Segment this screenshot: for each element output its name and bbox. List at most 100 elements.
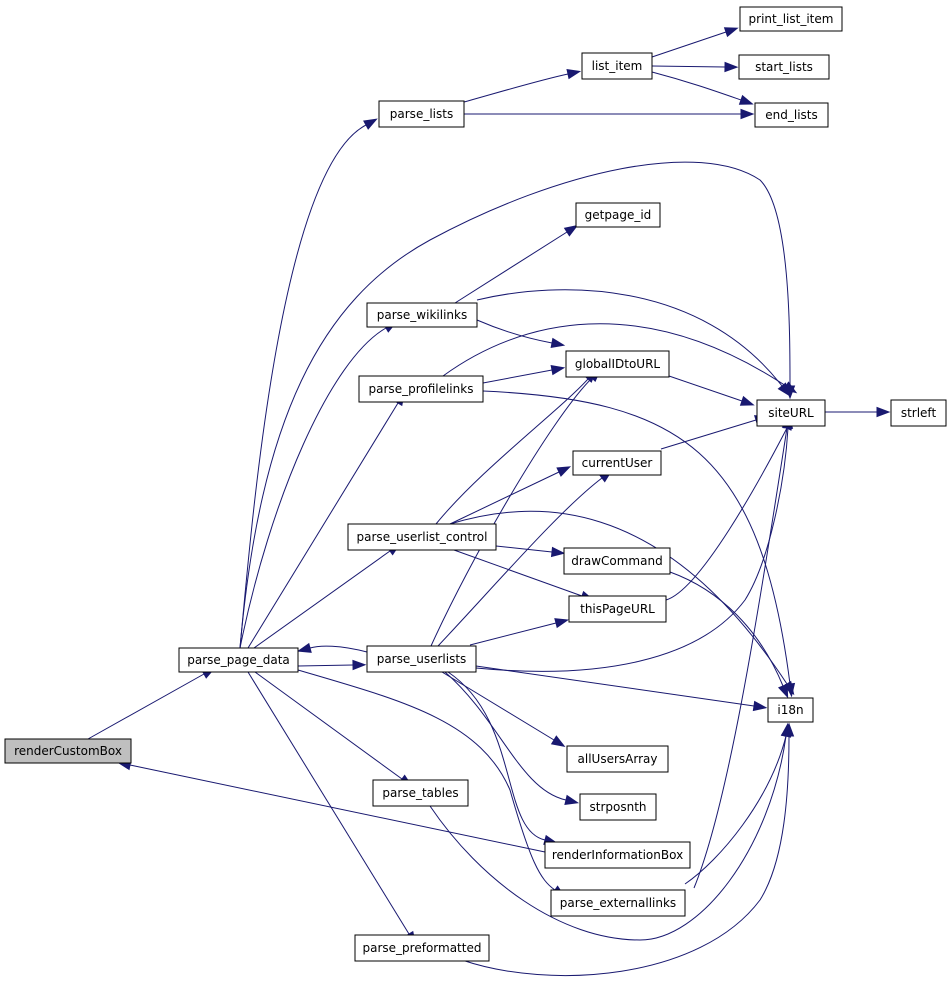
- arrowhead: [777, 683, 789, 699]
- node-parse-lists[interactable]: parse_lists: [378, 100, 465, 128]
- edge-parse-wikilinks-to-global-idto-url: [476, 319, 566, 349]
- node-box: [550, 889, 686, 917]
- arrowhead: [550, 364, 566, 376]
- edge-parse-userlists-to-i18n: [475, 665, 768, 712]
- node-label: drawCommand: [571, 554, 662, 568]
- node-box: [4, 738, 132, 764]
- node-getpage-id[interactable]: getpage_id: [575, 202, 661, 228]
- node-box: [178, 647, 299, 673]
- edge-parse-preformatted-to-i18n: [461, 722, 795, 977]
- arrowhead: [783, 722, 795, 737]
- node-label: parse_wikilinks: [377, 308, 467, 322]
- node-label: renderCustomBox: [14, 744, 122, 758]
- edge-parse-page-data-to-parse-profilelinks: [247, 391, 406, 649]
- edge-parse-userlists-to-strposnth: [444, 671, 580, 805]
- edge-parse-lists-to-list-item: [463, 69, 582, 103]
- node-box: [754, 102, 829, 128]
- node-label: parse_userlist_control: [357, 530, 488, 544]
- arrowhead: [738, 94, 754, 105]
- node-parse-wikilinks[interactable]: parse_wikilinks: [366, 302, 478, 328]
- node-render-information-box[interactable]: renderInformationBox: [544, 841, 691, 869]
- node-label: parse_externallinks: [560, 896, 676, 910]
- arrowhead: [752, 700, 768, 712]
- node-this-page-url[interactable]: thisPageURL: [568, 595, 667, 623]
- edge-list-item-to-start-lists: [651, 61, 739, 73]
- arrowhead: [556, 466, 572, 477]
- edge-parse-page-data-to-parse-wikilinks: [239, 321, 398, 649]
- edge-parse-page-data-to-parse-lists: [239, 118, 378, 649]
- node-box: [366, 302, 478, 328]
- node-label: siteURL: [768, 406, 814, 420]
- arrowhead: [723, 27, 739, 38]
- node-label: parse_profilelinks: [369, 382, 474, 396]
- edge-parse-wikilinks-to-site-url: [476, 289, 791, 397]
- node-box: [575, 202, 661, 228]
- node-parse-externallinks[interactable]: parse_externallinks: [550, 889, 686, 917]
- arrowhead: [363, 118, 378, 130]
- node-parse-userlist-control[interactable]: parse_userlist_control: [347, 523, 497, 551]
- node-i18n[interactable]: i18n: [767, 697, 814, 723]
- node-parse-preformatted[interactable]: parse_preformatted: [354, 934, 490, 962]
- node-box: [738, 54, 830, 80]
- node-box: [756, 399, 826, 427]
- node-label: globalIDtoURL: [575, 357, 661, 371]
- edge-parse-profilelinks-to-global-idto-url: [482, 364, 566, 384]
- edge-parse-page-data-to-parse-userlists: [297, 659, 367, 671]
- arrowhead: [566, 69, 582, 80]
- node-strleft[interactable]: strleft: [890, 399, 947, 427]
- edges-layer: [87, 27, 891, 977]
- arrowhead: [782, 381, 798, 394]
- edge-parse-userlists-to-all-users-array: [441, 671, 566, 747]
- node-box: [581, 52, 653, 80]
- arrowhead: [554, 618, 570, 629]
- edge-parse-userlists-to-render-information-box: [447, 671, 558, 845]
- node-end-lists[interactable]: end_lists: [754, 102, 829, 128]
- edge-site-url-to-strleft: [825, 406, 891, 418]
- node-label: parse_preformatted: [363, 941, 482, 955]
- node-parse-page-data[interactable]: parse_page_data: [178, 647, 299, 673]
- edge-parse-userlist-control-to-draw-command: [495, 545, 566, 558]
- node-box: [566, 745, 669, 773]
- edge-draw-command-to-i18n: [669, 571, 789, 699]
- node-current-user[interactable]: currentUser: [572, 450, 662, 476]
- arrowhead: [724, 61, 739, 73]
- node-label: list_item: [592, 59, 643, 73]
- node-label: print_list_item: [749, 12, 834, 26]
- node-list-item[interactable]: list_item: [581, 52, 653, 80]
- edge-global-idto-url-to-site-url: [668, 375, 755, 406]
- edge-parse-page-data-to-parse-userlist-control: [253, 543, 401, 649]
- node-render-custom-box[interactable]: renderCustomBox: [4, 738, 132, 764]
- node-box: [358, 375, 484, 403]
- node-label: strleft: [901, 406, 937, 420]
- node-box: [544, 841, 691, 869]
- node-box: [378, 100, 465, 128]
- node-global-idto-url[interactable]: globalIDtoURL: [565, 350, 670, 378]
- node-box: [565, 350, 670, 378]
- node-box: [354, 934, 490, 962]
- node-strposnth[interactable]: strposnth: [579, 793, 657, 821]
- node-all-users-array[interactable]: allUsersArray: [566, 745, 669, 773]
- arrowhead: [564, 794, 580, 805]
- node-site-url[interactable]: siteURL: [756, 399, 826, 427]
- node-label: renderInformationBox: [552, 848, 683, 862]
- node-parse-userlists[interactable]: parse_userlists: [366, 645, 477, 673]
- edge-parse-userlist-control-to-current-user: [449, 466, 572, 525]
- node-label: end_lists: [765, 108, 817, 122]
- node-draw-command[interactable]: drawCommand: [563, 547, 671, 575]
- node-label: parse_lists: [390, 107, 453, 121]
- node-print-list-item[interactable]: print_list_item: [739, 6, 843, 32]
- node-start-lists[interactable]: start_lists: [738, 54, 830, 80]
- node-label: currentUser: [582, 456, 653, 470]
- node-label: start_lists: [755, 60, 813, 74]
- node-parse-profilelinks[interactable]: parse_profilelinks: [358, 375, 484, 403]
- node-box: [572, 450, 662, 476]
- node-box: [347, 523, 497, 551]
- edge-list-item-to-end-lists: [651, 71, 754, 105]
- node-box: [563, 547, 671, 575]
- arrowhead: [876, 406, 891, 418]
- edge-parse-userlists-to-this-page-url: [469, 618, 570, 646]
- arrowhead: [563, 224, 579, 237]
- node-parse-tables[interactable]: parse_tables: [372, 779, 469, 807]
- edge-parse-externallinks-to-site-url: [693, 414, 793, 889]
